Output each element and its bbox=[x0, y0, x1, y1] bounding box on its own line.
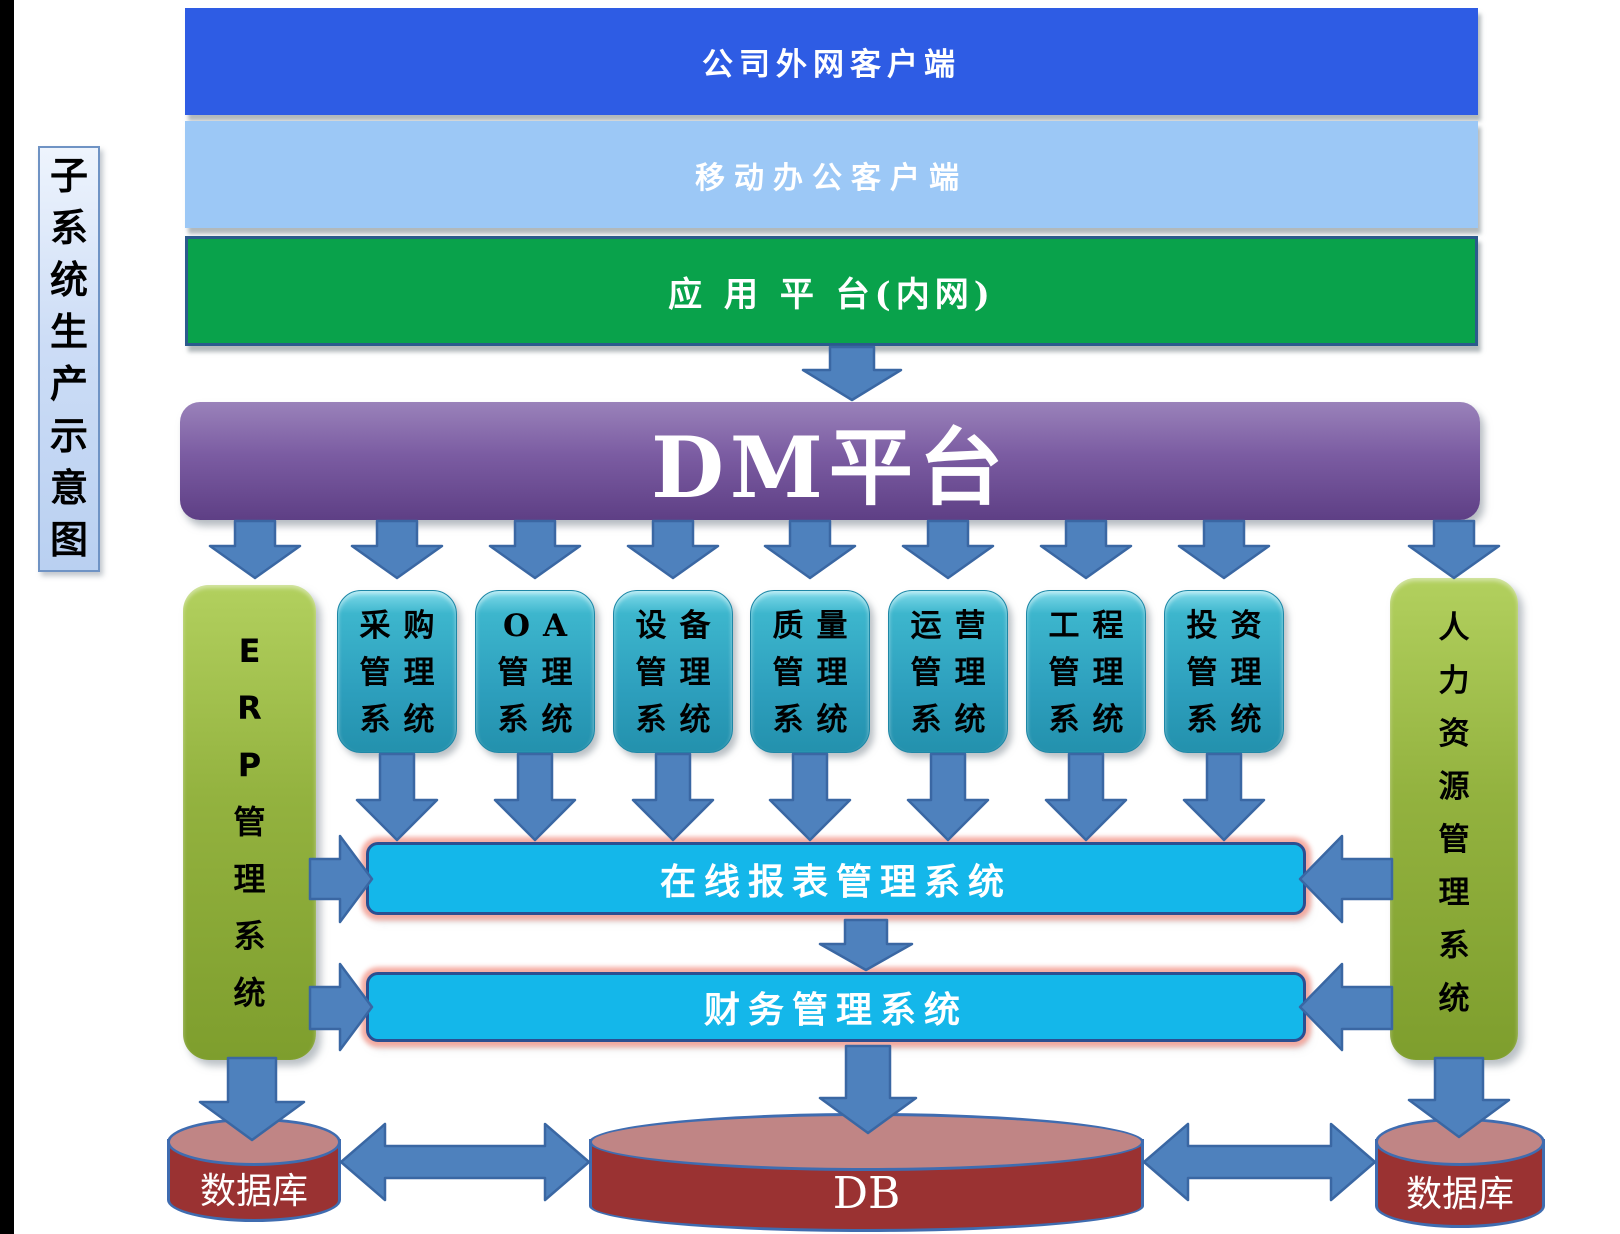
arrow-right-erp-to-report bbox=[308, 834, 374, 924]
diagram-title-box: 子系统生产示意图 bbox=[38, 146, 100, 572]
arrow-down-quality-to-report bbox=[768, 752, 852, 842]
finance-system-bar: 财务管理系统 bbox=[366, 972, 1306, 1042]
app-platform-intranet-label: 应 用 平 台(内网) bbox=[668, 274, 995, 315]
online-report-system-label: 在线报表管理系统 bbox=[659, 860, 1012, 903]
company-extranet-client-bar: 公司外网客户端 bbox=[185, 8, 1478, 115]
arrow-down-investment-to-report bbox=[1182, 752, 1266, 842]
subsystem-box-engineering: 工程管理系统 bbox=[1026, 590, 1146, 753]
left-black-strip bbox=[0, 0, 14, 1234]
app-platform-intranet-bar: 应 用 平 台(内网) bbox=[185, 236, 1478, 346]
company-extranet-client-label: 公司外网客户端 bbox=[702, 47, 961, 83]
arrow-left-hr-to-report bbox=[1298, 834, 1394, 924]
arrow-left-hr-to-finance bbox=[1298, 962, 1394, 1052]
subsystem-box-quality: 质量管理系统 bbox=[750, 590, 870, 753]
arrow-down-dm-to-engineering bbox=[1039, 519, 1133, 580]
arrow-down-dm-to-equipment bbox=[626, 519, 720, 580]
arrow-down-dm-to-erp bbox=[208, 519, 302, 580]
subsystem-box-operation: 运营管理系统 bbox=[888, 590, 1008, 753]
cylinder-top-ellipse bbox=[167, 1118, 341, 1166]
database-cylinder-left: 数据库 bbox=[167, 1118, 341, 1222]
arrow-down-equipment-to-report bbox=[631, 752, 715, 842]
arrow-down-engineering-to-report bbox=[1044, 752, 1128, 842]
database-left-label: 数据库 bbox=[199, 1170, 308, 1212]
diagram-title: 子系统生产示意图 bbox=[49, 154, 88, 562]
database-right-label: 数据库 bbox=[1405, 1173, 1514, 1215]
database-center-label: DB bbox=[832, 1168, 901, 1219]
arrow-down-dm-to-procurement bbox=[350, 519, 444, 580]
arrow-bidirectional-db-rightdb bbox=[1142, 1122, 1377, 1202]
database-cylinder-center: DB bbox=[589, 1113, 1144, 1232]
arrow-down-procurement-to-report bbox=[355, 752, 439, 842]
dm-platform-bar: DM平台 bbox=[180, 402, 1480, 520]
online-report-system-bar: 在线报表管理系统 bbox=[366, 842, 1306, 915]
mobile-office-client-label: 移动办公客户端 bbox=[695, 160, 968, 196]
arrow-down-report-to-finance bbox=[818, 918, 914, 972]
arrow-right-erp-to-finance bbox=[308, 962, 374, 1052]
arrow-down-dm-to-hr bbox=[1407, 519, 1501, 580]
arrow-down-dm-to-investment bbox=[1177, 519, 1271, 580]
subsystem-box-procurement: 采购管理系统 bbox=[337, 590, 457, 753]
dm-platform-label: DM平台 bbox=[651, 417, 1009, 517]
arrow-down-operation-to-report bbox=[906, 752, 990, 842]
database-cylinder-right: 数据库 bbox=[1375, 1118, 1545, 1228]
arrow-down-platform-to-dm bbox=[801, 345, 903, 402]
subsystem-box-equipment: 设备管理系统 bbox=[613, 590, 733, 753]
cylinder-top-ellipse bbox=[1375, 1118, 1545, 1166]
hr-system-box: 人力资源管理系统 bbox=[1390, 578, 1518, 1060]
finance-system-label: 财务管理系统 bbox=[703, 989, 968, 1031]
arrow-down-dm-to-oa bbox=[488, 519, 582, 580]
arrow-down-dm-to-quality bbox=[763, 519, 857, 580]
mobile-office-client-bar: 移动办公客户端 bbox=[185, 121, 1478, 228]
subsystem-box-investment: 投资管理系统 bbox=[1164, 590, 1284, 753]
arrow-down-oa-to-report bbox=[493, 752, 577, 842]
arrow-down-dm-to-operation bbox=[901, 519, 995, 580]
cylinder-top-ellipse bbox=[589, 1113, 1144, 1171]
arrow-bidirectional-leftdb-db bbox=[339, 1122, 591, 1202]
